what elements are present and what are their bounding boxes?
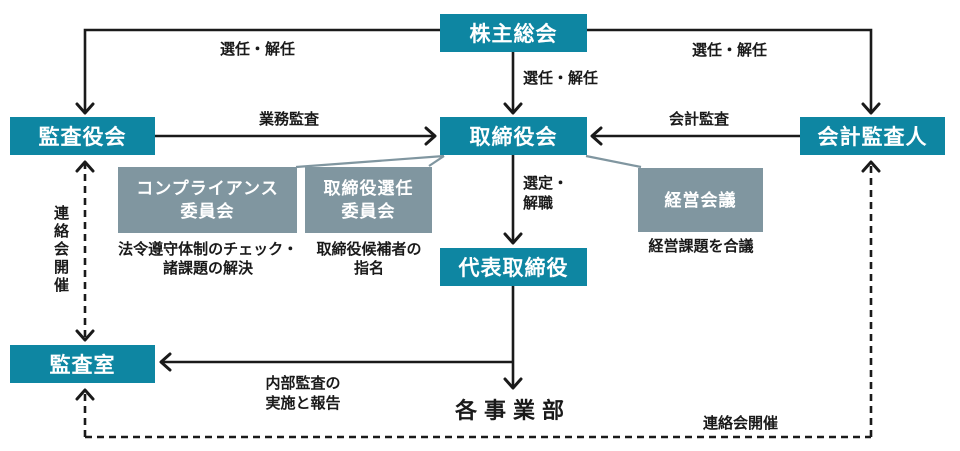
node-representative-director: 代表取締役: [440, 248, 587, 286]
label-operational-audit: 業務監査: [259, 111, 320, 128]
edge-shareholders-to-accounting-auditor: [587, 28, 881, 115]
node-management-meeting: 経営会議: [638, 168, 763, 232]
node-accounting-auditor: 会計監査人: [800, 117, 945, 155]
note-nomination-committee: 取締役候補者の 指名: [316, 241, 422, 277]
node-business-divisions: 各事業部: [455, 398, 572, 423]
node-audit-office: 監査室: [10, 345, 155, 383]
node-board-of-directors: 取締役会: [440, 117, 587, 155]
label-accounting-audit: 会計監査: [669, 111, 730, 128]
label-appoint-dismiss-left: 選任・解任: [220, 41, 296, 58]
label-liaison-left: 連絡会開催: [52, 205, 69, 295]
note-management-meeting: 経営課題を合議: [648, 238, 754, 255]
label-select-remove: 選定・ 解職: [523, 175, 569, 212]
label-appoint-dismiss-right: 選任・解任: [692, 42, 768, 59]
leader-management-meeting: [585, 154, 642, 169]
node-shareholders-meeting: 株主総会: [440, 14, 587, 52]
label-appoint-dismiss-center: 選任・解任: [523, 70, 599, 87]
node-compliance-committee: コンプライアンス 委員会: [118, 167, 297, 233]
node-audit-board: 監査役会: [10, 117, 155, 155]
leader-compliance: [295, 154, 445, 169]
solid-arrows: [75, 28, 881, 390]
edge-shareholders-to-audit-board: [75, 28, 440, 115]
label-internal-audit: 内部監査の 実施と報告: [265, 375, 341, 412]
node-director-nomination-committee: 取締役選任 委員会: [305, 167, 432, 233]
dashed-liaison-lines: [75, 160, 881, 439]
note-compliance-committee: 法令遵守体制のチェック・ 諸課題の解決: [118, 241, 298, 277]
label-liaison-bottom: 連絡会開催: [703, 415, 779, 432]
leader-nomination: [428, 155, 445, 167]
committee-leader-lines: [295, 154, 642, 169]
